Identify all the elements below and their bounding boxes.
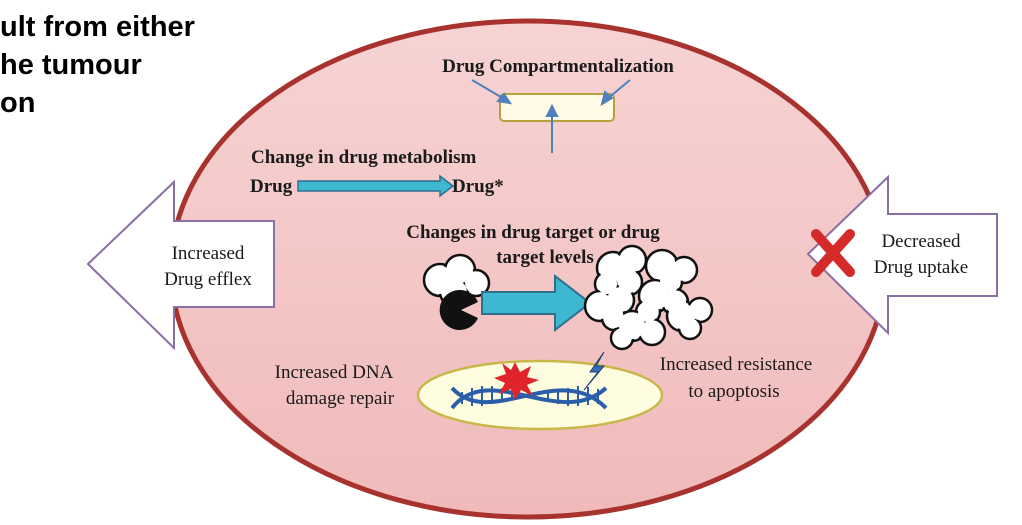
blocked-cross-icon [811, 229, 855, 277]
metabolism-arrow [297, 174, 455, 198]
heading-line-1: ult from either [0, 11, 195, 43]
dna-helix-icon [450, 386, 608, 410]
uptake-arrow [806, 174, 998, 336]
slide-heading: ult from either he tumour on [0, 8, 195, 122]
dna-label-line2: damage repair [286, 388, 395, 409]
cloud-cluster-fill [587, 248, 710, 347]
drug-right-label: Drug* [452, 176, 504, 197]
pacman-icon [439, 290, 478, 330]
apoptosis-label-line2: to apoptosis [688, 381, 779, 402]
uptake-label-line1: Decreased [881, 231, 961, 252]
dna-label-line1: Increased DNA [275, 362, 394, 383]
target-label-line2: target levels [496, 247, 594, 268]
drug-left-label: Drug [250, 176, 293, 197]
metabolism-label: Change in drug metabolism [251, 147, 477, 168]
compartment-box [499, 93, 615, 122]
heading-line-3: on [0, 87, 36, 119]
efflux-label-line2: Drug efflex [164, 269, 252, 290]
efflux-label-line1: Increased [172, 243, 245, 264]
uptake-label-line2: Drug uptake [874, 257, 968, 278]
target-arrow [481, 273, 592, 333]
compartment-label: Drug Compartmentalization [442, 56, 674, 77]
heading-line-2: he tumour [0, 49, 142, 81]
target-label-line1: Changes in drug target or drug [406, 222, 660, 243]
lightning-icon [583, 351, 606, 391]
damage-burst-icon [494, 362, 539, 400]
apoptosis-label-line1: Increased resistance [660, 354, 812, 375]
efflux-arrow [86, 179, 275, 351]
compartment-arrows [471, 79, 631, 153]
